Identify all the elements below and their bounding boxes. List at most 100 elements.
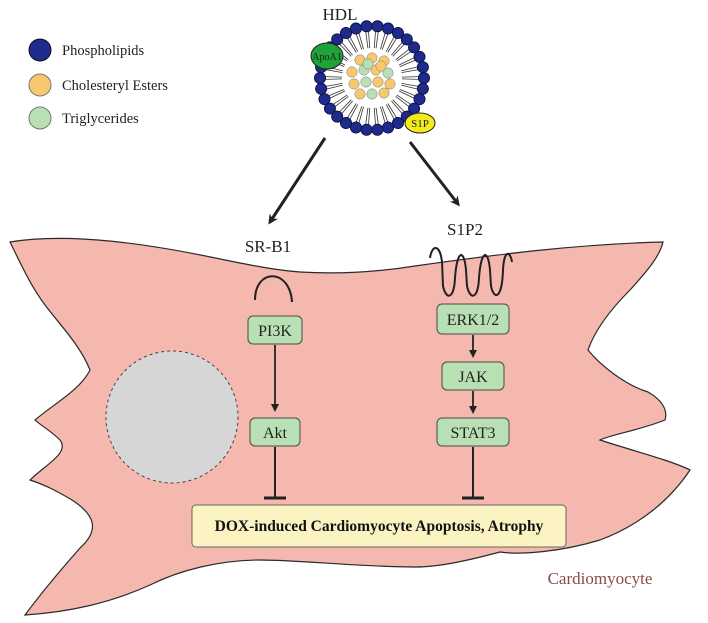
phospholipid-head bbox=[349, 22, 362, 35]
phospholipid-tail bbox=[346, 103, 357, 119]
phospholipid-tail bbox=[328, 89, 345, 97]
triglyceride-dot bbox=[382, 67, 394, 79]
cholesteryl-ester-dot bbox=[346, 66, 358, 78]
phospholipid-tail bbox=[401, 66, 418, 72]
phospholipid-head bbox=[416, 82, 429, 95]
phospholipid-tail bbox=[375, 107, 379, 125]
hdl-particle: HDL ApoA1 S1P bbox=[310, 5, 436, 136]
phospholipid-tail bbox=[399, 59, 416, 67]
phospholipid-tail bbox=[396, 51, 412, 62]
phospholipid-head bbox=[318, 93, 331, 106]
phospholipid-head bbox=[391, 117, 404, 130]
phospholipid-tail bbox=[341, 41, 353, 56]
phospholipid-swatch bbox=[28, 38, 52, 62]
phospholipid-head bbox=[339, 26, 352, 39]
phospholipid-head bbox=[323, 102, 336, 115]
phospholipid-tail bbox=[401, 78, 419, 80]
triglyceride-swatch bbox=[28, 106, 52, 130]
phospholipid-head bbox=[382, 22, 395, 35]
phospholipid-tail bbox=[355, 106, 363, 123]
legend-label: Cholesteryl Esters bbox=[62, 78, 168, 94]
phospholipid-head bbox=[408, 41, 421, 54]
triglyceride-dot bbox=[362, 58, 374, 70]
sr-b1-loop-icon bbox=[254, 275, 293, 303]
phospholipid-tail bbox=[396, 94, 412, 105]
phospholipid-head bbox=[349, 121, 362, 134]
phospholipid-tail bbox=[395, 48, 410, 60]
pathway-left: PI3K Akt bbox=[247, 315, 303, 500]
phospholipid-tail bbox=[349, 104, 359, 120]
s1p-molecule: S1P bbox=[404, 112, 436, 134]
phospholipid-tail bbox=[349, 36, 359, 52]
cell-label: Cardiomyocyte bbox=[548, 569, 653, 588]
cholesteryl-ester-dot bbox=[378, 87, 390, 99]
phospholipid-tail bbox=[387, 37, 398, 53]
phospholipid-tail bbox=[385, 36, 395, 52]
node-pi3k bbox=[247, 315, 303, 345]
phospholipid-head bbox=[339, 117, 352, 130]
phospholipid-tail bbox=[365, 107, 369, 125]
phospholipid-tail bbox=[325, 78, 343, 80]
sr-b1-label: SR-B1 bbox=[245, 237, 291, 256]
phospholipid-tail bbox=[325, 69, 343, 74]
phospholipid-tail bbox=[325, 82, 343, 87]
phospholipid-head bbox=[371, 123, 384, 136]
s1p2-label: S1P2 bbox=[447, 220, 483, 239]
phospholipid-tail bbox=[399, 89, 416, 97]
node-erk12-label: ERK1/2 bbox=[447, 312, 499, 329]
phospholipid-tail bbox=[373, 31, 376, 49]
cholesteryl-ester-dot bbox=[354, 88, 366, 100]
phospholipid-tail bbox=[380, 106, 386, 124]
phospholipid-tail bbox=[385, 104, 395, 120]
arrow-hdl-to-sr-b1 bbox=[268, 137, 327, 225]
phospholipid-tail bbox=[401, 84, 418, 90]
hdl-core bbox=[346, 52, 396, 100]
legend-label: Phospholipids bbox=[62, 43, 145, 59]
hdl-title: HDL bbox=[323, 5, 358, 24]
node-erk12 bbox=[436, 303, 510, 335]
phospholipid-head bbox=[331, 110, 344, 123]
phospholipid-head bbox=[400, 33, 413, 46]
phospholipid-tail bbox=[401, 69, 419, 74]
phospholipid-tail bbox=[375, 31, 379, 49]
phospholipid-tail bbox=[373, 107, 376, 125]
arrow-hdl-to-s1p2 bbox=[408, 141, 460, 207]
phospholipid-tails bbox=[325, 31, 419, 125]
apoa1-protein: ApoA1 bbox=[310, 42, 344, 70]
phospholipid-tail bbox=[380, 32, 386, 50]
cholesteryl-ester-dot bbox=[348, 78, 360, 90]
node-jak-label: JAK bbox=[458, 369, 488, 386]
phospholipid-head bbox=[416, 61, 429, 74]
apoa1-shape bbox=[310, 42, 344, 70]
cholesteryl-ester-dot bbox=[375, 60, 387, 72]
phospholipid-tail bbox=[332, 94, 348, 105]
phospholipid-tail bbox=[346, 37, 357, 53]
phospholipid-tail bbox=[401, 82, 419, 87]
phospholipid-tail bbox=[339, 43, 352, 57]
node-jak bbox=[441, 361, 505, 391]
legend-item-triglycerides: Triglycerides bbox=[28, 106, 139, 130]
phospholipid-tail bbox=[325, 76, 343, 78]
legend-item-phospholipids: Phospholipids bbox=[28, 38, 145, 62]
phospholipid-head bbox=[360, 20, 373, 33]
apoa1-label: ApoA1 bbox=[312, 52, 341, 63]
phospholipid-head bbox=[371, 20, 384, 33]
phospholipid-tail bbox=[395, 96, 410, 108]
phospholipid-head bbox=[413, 93, 426, 106]
legend: Phospholipids Cholesteryl Esters Triglyc… bbox=[28, 38, 168, 130]
phospholipid-head bbox=[331, 33, 344, 46]
phospholipid-tail bbox=[398, 57, 415, 66]
phospholipid-tail bbox=[381, 33, 389, 50]
phospholipid-tail bbox=[398, 90, 415, 99]
nucleus bbox=[105, 350, 239, 484]
legend-label: Triglycerides bbox=[62, 111, 139, 127]
node-akt-label: Akt bbox=[263, 425, 288, 442]
cholesteryl-ester-dot bbox=[372, 76, 384, 88]
phospholipid-tail bbox=[341, 100, 353, 115]
phospholipid-head bbox=[315, 82, 328, 95]
phospholipid-tail bbox=[358, 32, 364, 50]
triglyceride-dot bbox=[360, 76, 372, 88]
phospholipid-head bbox=[382, 121, 395, 134]
phospholipid-head bbox=[417, 72, 430, 85]
